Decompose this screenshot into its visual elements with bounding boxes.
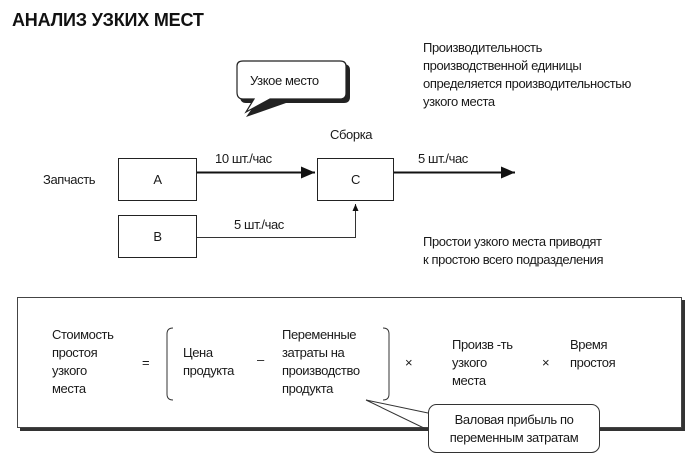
callout-line: Валовая прибыль по (454, 412, 574, 427)
box-c-label: C (351, 172, 360, 187)
formula-line: Цена (183, 345, 213, 360)
times-sign: × (542, 355, 550, 370)
callout-box (428, 404, 600, 453)
box-b-label: B (153, 229, 162, 244)
formula-line: места (452, 373, 486, 388)
formula-downtime: Время простоя (570, 336, 616, 372)
formula-line: узкого (452, 355, 487, 370)
rate-b-to-c: 5 шт./час (234, 217, 284, 232)
formula-line: простоя (570, 355, 616, 370)
formula-variable-costs: Переменные затраты на производство проду… (282, 326, 360, 398)
rate-out: 5 шт./час (418, 151, 468, 166)
formula-throughput: Произв -ть узкого места (452, 336, 513, 390)
formula-line: простоя (52, 345, 98, 360)
formula-line: продукта (183, 363, 234, 378)
arrow-b-to-c (197, 204, 359, 238)
formula-price: Цена продукта (183, 344, 234, 380)
note-line: Простои узкого места приводят (423, 234, 602, 249)
box-b-shape (118, 215, 197, 258)
page-title: АНАЛИЗ УЗКИХ МЕСТ (12, 10, 204, 30)
formula-line: места (52, 381, 86, 396)
bottleneck-label: Узкое место (250, 73, 319, 88)
formula-result: Стоимость простоя узкого места (52, 326, 114, 398)
box-a-shape (118, 158, 197, 201)
minus-sign: – (257, 352, 264, 367)
formula-line: затраты на (282, 345, 345, 360)
note-line: определяется производительностью (423, 76, 632, 91)
note-throughput: Производительность производственной един… (423, 39, 631, 111)
box-a-label: A (153, 172, 162, 187)
formula-line: производство (282, 363, 360, 378)
left-bracket (166, 327, 174, 401)
callout-line: переменным затратам (449, 430, 579, 445)
rate-a-to-c: 10 шт./час (215, 151, 272, 166)
note-line: к простою всего подразделения (423, 252, 604, 267)
assembly-label: Сборка (330, 127, 373, 142)
formula-line: Стоимость (52, 327, 114, 342)
equals-sign: = (142, 355, 150, 370)
box-c-shape (317, 158, 394, 201)
note-downtime: Простои узкого места приводят к простою … (423, 233, 604, 269)
formula-line: Произв -ть (452, 337, 513, 352)
gross-margin-callout: Валовая прибыль по переменным затратам (428, 411, 600, 447)
note-line: узкого места (423, 94, 495, 109)
formula-line: узкого (52, 363, 87, 378)
formula-line: Переменные (282, 327, 357, 342)
callout-tail (365, 399, 429, 431)
formula-line: продукта (282, 381, 333, 396)
times-sign: × (405, 355, 413, 370)
right-bracket (382, 327, 390, 401)
formula-line: Время (570, 337, 608, 352)
note-line: Производительность (423, 40, 542, 55)
speech-bubble (236, 60, 350, 117)
note-line: производственной единицы (423, 58, 582, 73)
part-label: Запчасть (43, 172, 96, 187)
